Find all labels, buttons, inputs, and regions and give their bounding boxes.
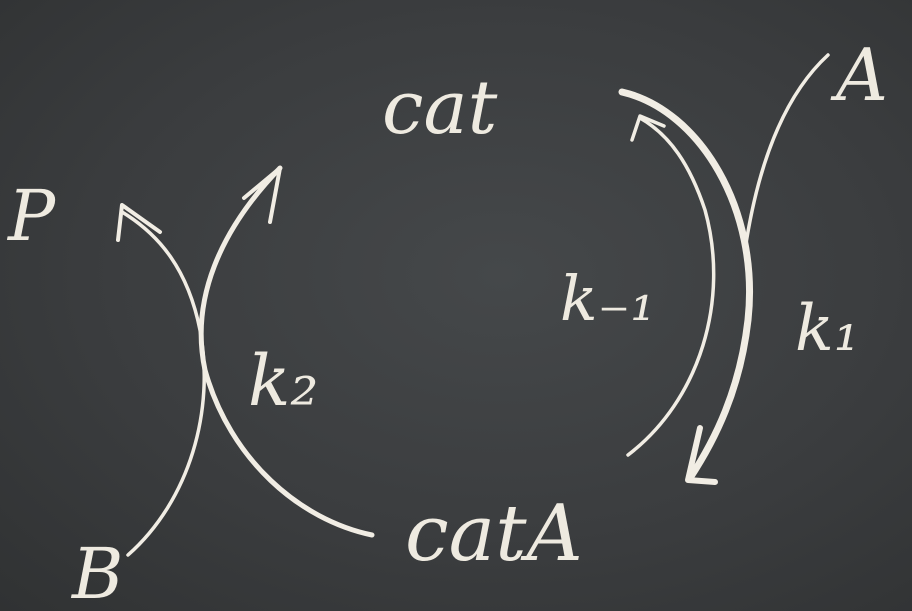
k1-arrow	[618, 88, 753, 482]
substrate-A-arrow	[743, 53, 830, 252]
node-catA: catA	[405, 489, 583, 579]
k-minus1-arrowhead	[630, 114, 666, 142]
k2-arrowhead	[242, 166, 282, 224]
k1-arrowhead	[685, 425, 718, 485]
node-cat: cat	[382, 65, 498, 151]
B-to-P-arrow	[120, 210, 206, 557]
k-minus1-arrow	[626, 116, 716, 457]
node-B: B	[70, 533, 123, 611]
label-k1: k₁	[795, 292, 859, 366]
B-to-P-arrowhead	[116, 203, 162, 242]
label-k-minus1: k₋₁	[560, 262, 655, 335]
node-A-top: A	[830, 33, 888, 117]
node-P: P	[6, 175, 57, 257]
label-k2: k₂	[248, 340, 318, 422]
